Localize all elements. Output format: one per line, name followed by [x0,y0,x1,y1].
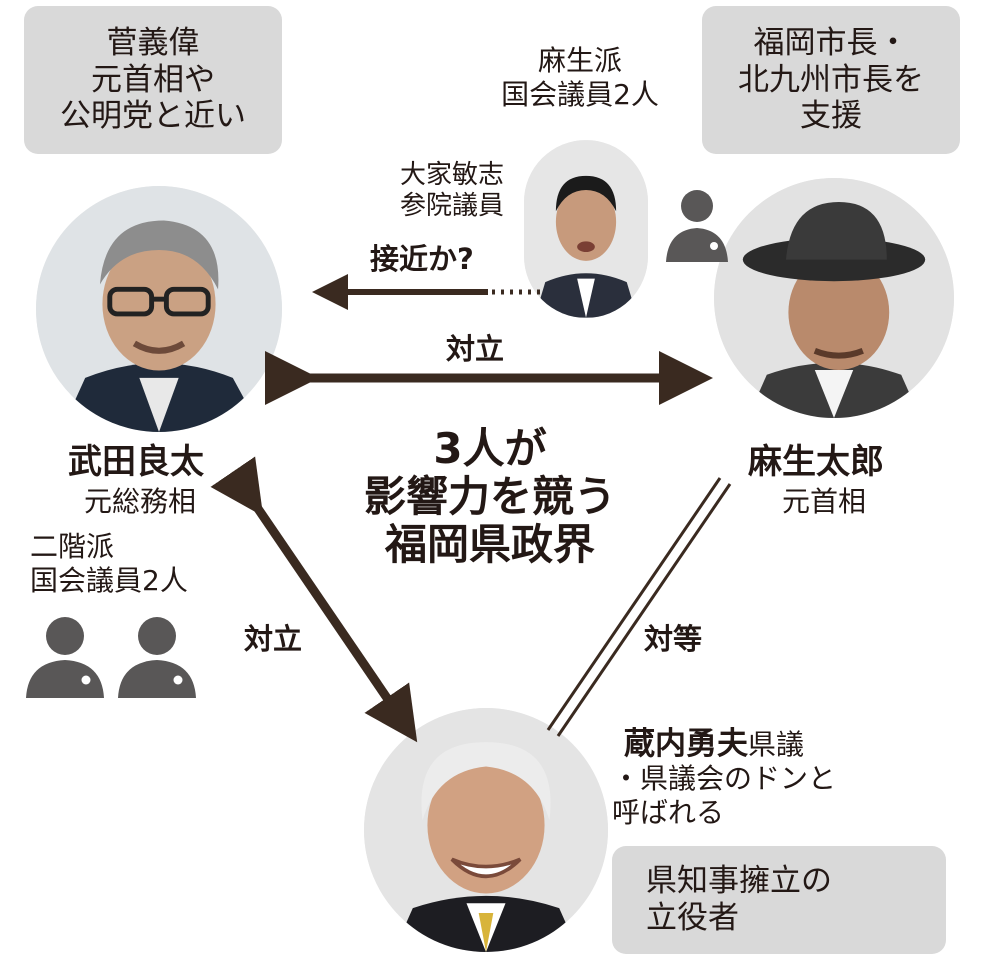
kurauchi-bubble-text: 県知事擁立の 立役者 [646,863,832,936]
takeda-aso-relation-label: 対立 [446,332,505,366]
takeda-portrait [36,186,282,432]
takeda-name: 武田良太 [68,442,204,482]
center-title: 3人が 影響力を競う 福岡県政界 [363,424,616,569]
oie-face-image [524,140,648,318]
nikai-faction-person-icon-1 [26,617,104,698]
takeda-bubble-text: 菅義偉 元首相や 公明党と近い [60,25,246,135]
kurauchi-suffix: 県議 [748,728,805,761]
takeda-face-image [36,186,282,432]
aso-name: 麻生太郎 [748,442,884,482]
kurauchi-name-line: 蔵内勇夫県議 [624,718,804,763]
aso-kurauchi-relation-label: 対等 [644,622,703,656]
aso-speech-bubble: 福岡市長・ 北九州市長を 支援 [702,6,960,154]
aso-bubble-text: 福岡市長・ 北九州市長を 支援 [738,25,924,135]
oie-approach-label: 接近か? [370,242,474,276]
takeda-speech-bubble: 菅義偉 元首相や 公明党と近い [24,6,282,154]
kurauchi-portrait [364,708,608,952]
oie-name-label: 大家敏志 参院議員 [399,160,504,222]
aso-faction-label: 麻生派 国会議員2人 [501,44,659,111]
aso-face-image [714,178,954,418]
kurauchi-speech-bubble: 県知事擁立の 立役者 [612,846,946,954]
aso-title: 元首相 [782,485,867,518]
nikai-faction-label: 二階派 国会議員2人 [30,530,188,597]
takeda-title: 元総務相 [84,485,197,518]
kurauchi-description: ・県議会のドンと 呼ばれる [612,762,837,829]
takeda-kurauchi-relation-label: 対立 [244,622,303,656]
kurauchi-face-image [364,708,608,952]
nikai-faction-person-icon-2 [118,617,196,698]
oie-portrait [524,140,648,318]
aso-faction-person-icon [666,190,728,262]
kurauchi-name: 蔵内勇夫 [624,726,748,762]
aso-portrait [714,178,954,418]
